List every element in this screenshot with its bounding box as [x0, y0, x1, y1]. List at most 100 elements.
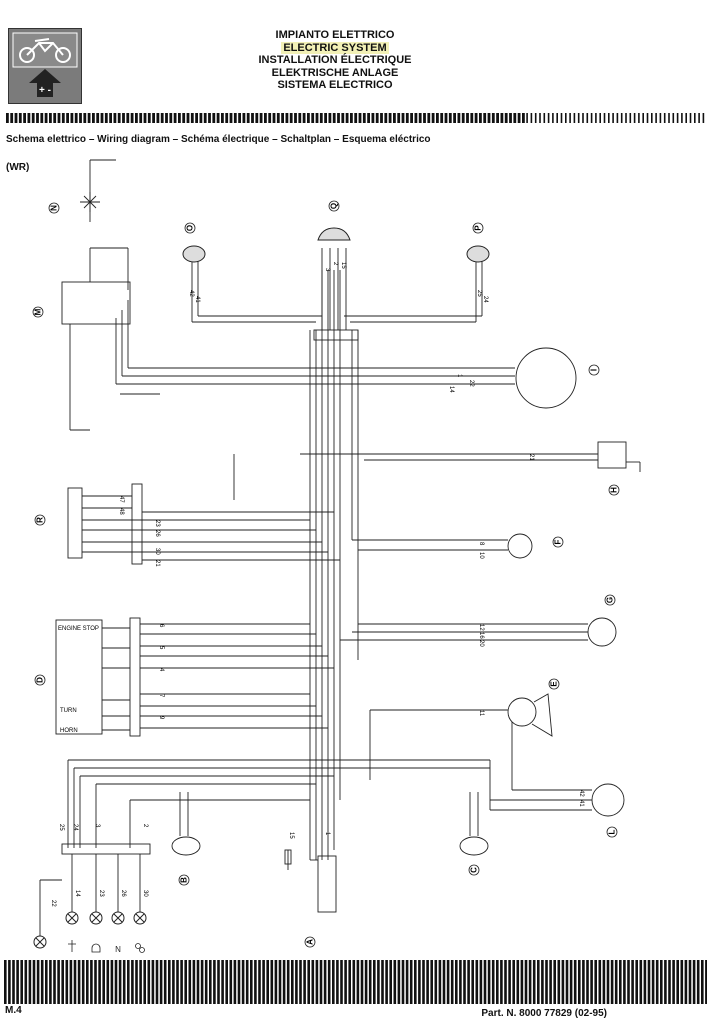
headlight-symbol-icon — [68, 940, 76, 952]
wire-number: 25 — [58, 824, 64, 831]
component-label-m: M — [32, 306, 44, 318]
svg-text:G: G — [606, 597, 615, 603]
svg-text:F: F — [554, 539, 563, 544]
component-label-a: A — [304, 936, 316, 948]
svg-text:N: N — [115, 945, 121, 954]
spark-plug-icon — [80, 192, 100, 212]
headlight-q-icon — [317, 227, 351, 241]
wire-number: 4 — [158, 668, 164, 672]
component-label-f: F — [552, 536, 564, 548]
wire-number: 23 — [98, 890, 104, 897]
component-label-p: P — [472, 222, 484, 234]
wire-number: 24 — [482, 296, 488, 303]
svg-text:M: M — [34, 308, 43, 315]
svg-text:D: D — [36, 677, 45, 683]
wire-number: 21 — [154, 560, 160, 567]
svg-text:B: B — [180, 877, 189, 883]
component-label-d: D — [34, 674, 46, 686]
wire-number: 26 — [120, 890, 126, 897]
wire-number: 1 — [324, 832, 330, 836]
model-label: (WR) — [6, 162, 30, 173]
component-label-c: C — [468, 864, 480, 876]
logo-sign: + - — [39, 85, 51, 96]
wire-number: 26 — [154, 530, 160, 537]
wire-number: 14 — [448, 386, 454, 393]
wire-number: 7 — [158, 694, 164, 698]
wire-number: 2 — [332, 262, 338, 266]
oil-symbol-icon — [91, 943, 101, 953]
svg-text:I: I — [590, 369, 599, 371]
wire-number: 15 — [340, 262, 346, 269]
wire-number: 12 — [478, 624, 484, 631]
component-label-b: B — [178, 874, 190, 886]
title-en: ELECTRIC SYSTEM — [281, 41, 389, 54]
wire-number: 2 — [142, 824, 148, 828]
title-es: SISTEMA ELECTRICO — [277, 79, 393, 91]
component-label-h: H — [608, 484, 620, 496]
svg-text:A: A — [306, 939, 315, 945]
wire-number: 30 — [154, 548, 160, 555]
component-label-n: N — [48, 202, 60, 214]
turn-light-p-icon — [466, 245, 490, 263]
horn-label: HORN — [60, 728, 78, 734]
svg-text:C: C — [470, 867, 479, 873]
page-title: IMPIANTO ELETTRICO ELECTRIC SYSTEM INSTA… — [210, 29, 460, 92]
component-label-q: Q — [328, 200, 340, 212]
svg-text:R: R — [36, 517, 45, 523]
wire-number: 41 — [194, 296, 200, 303]
wire-number: 11 — [478, 710, 484, 717]
component-label-r: R — [34, 514, 46, 526]
svg-text:E: E — [550, 681, 559, 687]
wire-number: 20 — [478, 640, 484, 647]
wire-number: 25 — [476, 290, 482, 297]
component-label-e: E — [548, 678, 560, 690]
wire-number: 47 — [118, 496, 124, 503]
wire-number: 1 — [456, 374, 462, 378]
footer-stripe — [4, 960, 707, 1004]
svg-text:O: O — [186, 225, 195, 231]
component-label-g: G — [604, 594, 616, 606]
wire-number: 9 — [158, 716, 164, 720]
engine-stop-label: ENGINE STOP — [58, 626, 99, 632]
wire-number: 8 — [478, 542, 484, 546]
wire-number: 24 — [72, 824, 78, 831]
component-label-i: I — [588, 364, 600, 376]
motorcycle-icon: + - — [12, 32, 78, 97]
wire-number: 42 — [188, 290, 194, 297]
wire-number: 14 — [74, 890, 80, 897]
svg-text:L: L — [608, 829, 617, 834]
part-number: Part. N. 8000 77829 (02-95) — [481, 1008, 607, 1019]
title-fr: INSTALLATION ÉLECTRIQUE — [258, 54, 412, 66]
title-de: ELEKTRISCHE ANLAGE — [271, 66, 399, 79]
svg-text:P: P — [474, 225, 483, 231]
svg-text:N: N — [50, 205, 59, 211]
wire-number: 3 — [324, 268, 330, 272]
wire-number: 10 — [478, 552, 484, 559]
wire-number: 15 — [288, 832, 294, 839]
wire-number: 16 — [478, 632, 484, 639]
component-label-l: L — [606, 826, 618, 838]
page-number: M.4 — [5, 1005, 22, 1016]
component-label-o: O — [184, 222, 196, 234]
wire-number: 48 — [118, 508, 124, 515]
wire-number: 42 — [578, 790, 584, 797]
wire-number: 22 — [468, 380, 474, 387]
header-stripe — [6, 113, 705, 123]
wire-number: 22 — [50, 900, 56, 907]
wire-number: 21 — [528, 454, 534, 461]
wire-number: 6 — [158, 624, 164, 628]
indicator-symbols: N — [68, 940, 145, 954]
motorcycle-logo: + - — [8, 28, 82, 104]
turn-label: TURN — [60, 708, 77, 714]
wire-number: 3 — [94, 824, 100, 828]
wire-number: 41 — [578, 800, 584, 807]
diagram-subtitle: Schema elettrico – Wiring diagram – Sché… — [6, 134, 431, 145]
wire-number: 23 — [154, 520, 160, 527]
svg-text:H: H — [610, 487, 619, 493]
wire-number: 30 — [142, 890, 148, 897]
title-it: IMPIANTO ELETTRICO — [275, 29, 395, 41]
svg-text:Q: Q — [330, 203, 339, 209]
turn-light-o-icon — [182, 245, 206, 263]
wire-number: 5 — [158, 646, 164, 650]
